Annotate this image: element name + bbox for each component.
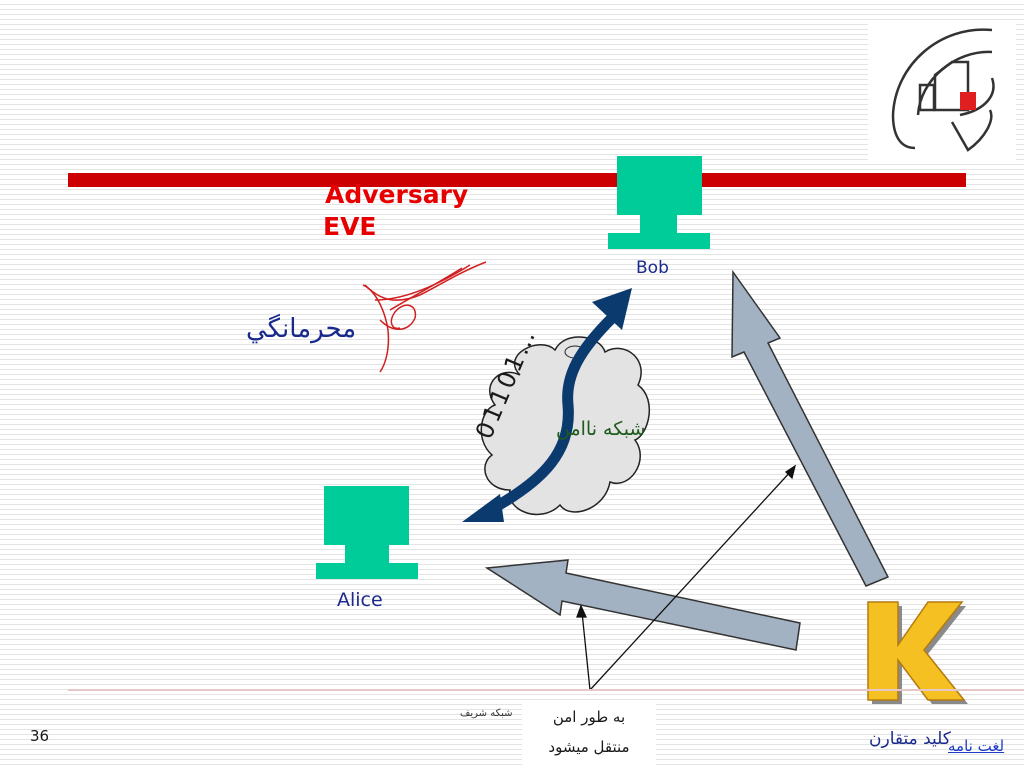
key-to-bob-arrow bbox=[731, 269, 890, 587]
ear-horn-icon bbox=[362, 261, 487, 373]
bob-monitor bbox=[617, 156, 702, 215]
bob-label: Bob bbox=[636, 258, 669, 278]
k-letter-shape bbox=[867, 601, 968, 704]
sharif-logo-icon bbox=[891, 28, 995, 152]
key-to-alice-arrow bbox=[484, 559, 801, 651]
alice-keyboard bbox=[316, 563, 418, 579]
adversary-name: EVE bbox=[323, 212, 377, 241]
page-number: 36 bbox=[30, 727, 50, 745]
adversary-title: Adversary bbox=[325, 180, 469, 209]
alice-label: Alice bbox=[337, 589, 383, 611]
bob-monitor-stand bbox=[640, 215, 677, 233]
secrecy-label: محرمانگي bbox=[246, 314, 357, 344]
footer-org: شبکه شريف bbox=[460, 708, 513, 719]
network-backbone-line bbox=[68, 173, 966, 187]
bob-keyboard bbox=[608, 233, 710, 249]
insecure-network-label: شبکه ناامن bbox=[556, 418, 646, 440]
secure-note-box bbox=[522, 700, 656, 768]
logo-frame bbox=[868, 20, 1016, 160]
insecure-channel-arrow bbox=[462, 288, 632, 522]
glossary-link[interactable]: لغت نامه bbox=[948, 737, 1005, 755]
alice-monitor bbox=[324, 486, 409, 545]
alice-monitor-stand bbox=[345, 545, 389, 563]
secure-note-line1: به طور امن bbox=[552, 708, 626, 726]
secure-note-line2: منتقل میشود bbox=[548, 738, 630, 756]
note-callout-arrows bbox=[576, 464, 797, 691]
footer-divider bbox=[68, 689, 1024, 691]
symmetric-key-label: کلید متقارن bbox=[869, 729, 951, 749]
